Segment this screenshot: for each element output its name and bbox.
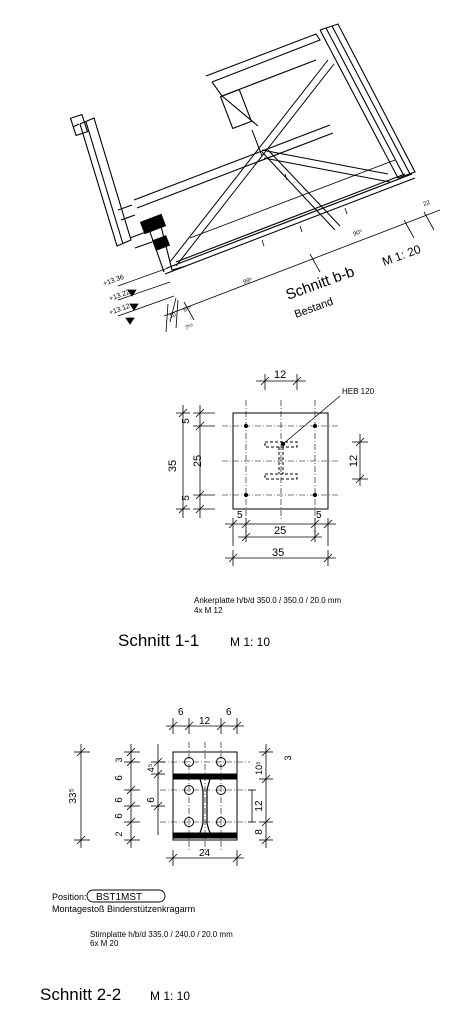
dim-right-3: 3 <box>283 755 293 760</box>
dim-lines-11 <box>176 374 368 566</box>
section-22-labels: 6 6 12 33⁵ 3 6 6 6 2 4⁵ 6 10⁵ 3 12 8 24 … <box>40 707 293 1004</box>
dim-right-105: 10⁵ <box>254 761 264 775</box>
position-label: Position: <box>52 892 87 902</box>
bolt <box>216 785 226 795</box>
dim-top-6a: 6 <box>178 707 184 718</box>
section-11-drawing <box>176 374 368 566</box>
heb-leader <box>282 395 341 445</box>
dim-22: 22 <box>423 200 432 208</box>
position-tag-box <box>86 889 166 903</box>
section-bb-scale: M 1: 20 <box>380 242 423 269</box>
section-22-drawing <box>74 718 273 903</box>
position-description: Montagestoß Binderstützenkragarm <box>52 904 195 914</box>
dim-right-12: 12 <box>348 455 360 467</box>
web <box>199 778 211 834</box>
dim-left-335: 33⁵ <box>68 788 79 803</box>
right-column <box>205 23 416 179</box>
dim-left-6c: 6 <box>114 813 125 819</box>
dim-right-12: 12 <box>254 800 265 812</box>
dim-bottom-24: 24 <box>199 848 211 859</box>
base-detail <box>129 213 187 273</box>
bolt <box>243 492 249 498</box>
bolt <box>243 423 249 429</box>
bolt <box>216 817 226 827</box>
elevation-1: +13.36 <box>102 274 125 288</box>
anchor-bolt-note: 4x M 12 <box>194 606 223 615</box>
elevation-2: +13.22 <box>108 289 131 303</box>
section-11-heading: Schnitt 1-1 <box>118 631 199 650</box>
section-11-labels: 12 HEB 120 35 5 25 5 12 5 5 25 35 Ankerp… <box>118 369 375 650</box>
dim-bottom-5a: 5 <box>237 510 243 521</box>
section-22-scale: M 1: 10 <box>150 989 190 1003</box>
dim-left-25: 25 <box>192 455 204 467</box>
centerlines <box>222 400 340 520</box>
end-plate-note: Stirnplatte h/b/d 335.0 / 240.0 / 20.0 m… <box>90 930 233 939</box>
elevation-markers <box>117 267 179 333</box>
dim-bottom-35: 35 <box>272 547 284 559</box>
dim-bottom-5b: 5 <box>316 510 322 521</box>
centerlines-22 <box>160 742 250 850</box>
end-plate-bolt-note: 6x M 20 <box>90 939 119 948</box>
bolt <box>184 757 194 767</box>
profile-label: HEB 120 <box>342 387 375 396</box>
dim-left-5a: 5 <box>181 418 192 424</box>
dim-bottom-25: 25 <box>274 525 286 537</box>
diagonal-brace <box>169 59 391 267</box>
dim-6: 6⁵⁵ <box>182 304 193 314</box>
dim-top-6b: 6 <box>226 707 232 718</box>
section-11-scale: M 1: 10 <box>230 635 270 649</box>
dim-inner-6: 6 <box>146 797 157 803</box>
bolt <box>312 423 318 429</box>
dim-10: 10 <box>169 312 178 320</box>
section-22-heading: Schnitt 2-2 <box>40 985 121 1004</box>
beam-ticks <box>261 173 348 247</box>
section-bb-title: Schnitt b-b <box>284 263 357 304</box>
dim-inner-45: 4⁵ <box>146 763 156 772</box>
main-beam <box>133 124 416 275</box>
bolts-22 <box>184 757 226 827</box>
elevation-3: +13.12 <box>108 303 131 317</box>
dim-lines-22 <box>74 718 273 866</box>
heb-profile <box>264 441 298 480</box>
left-column <box>69 113 136 247</box>
dim-top-12: 12 <box>274 369 286 381</box>
dim-left-2: 2 <box>114 831 124 836</box>
dim-7: 7⁵⁵ <box>184 322 195 332</box>
dim-top-12: 12 <box>199 716 211 727</box>
dim-left-5b: 5 <box>181 495 192 501</box>
bolt <box>216 757 226 767</box>
bb-dimension-line <box>163 209 441 323</box>
dim-left-6b: 6 <box>114 797 125 803</box>
dim-left-6a: 6 <box>114 775 125 781</box>
bolt <box>312 492 318 498</box>
section-bb-drawing <box>69 23 441 333</box>
position-id: BST1MST <box>96 892 142 903</box>
dim-90: 90⁵ <box>352 228 363 238</box>
end-plate <box>172 751 238 841</box>
dim-99: 99⁵ <box>242 276 253 286</box>
bolt <box>184 817 194 827</box>
anchor-plate-note: Ankerplatte h/b/d 350.0 / 350.0 / 20.0 m… <box>194 596 342 605</box>
dim-left-3: 3 <box>114 757 124 762</box>
bolt <box>184 785 194 795</box>
dim-right-8: 8 <box>254 829 265 835</box>
dim-left-35: 35 <box>167 460 179 472</box>
